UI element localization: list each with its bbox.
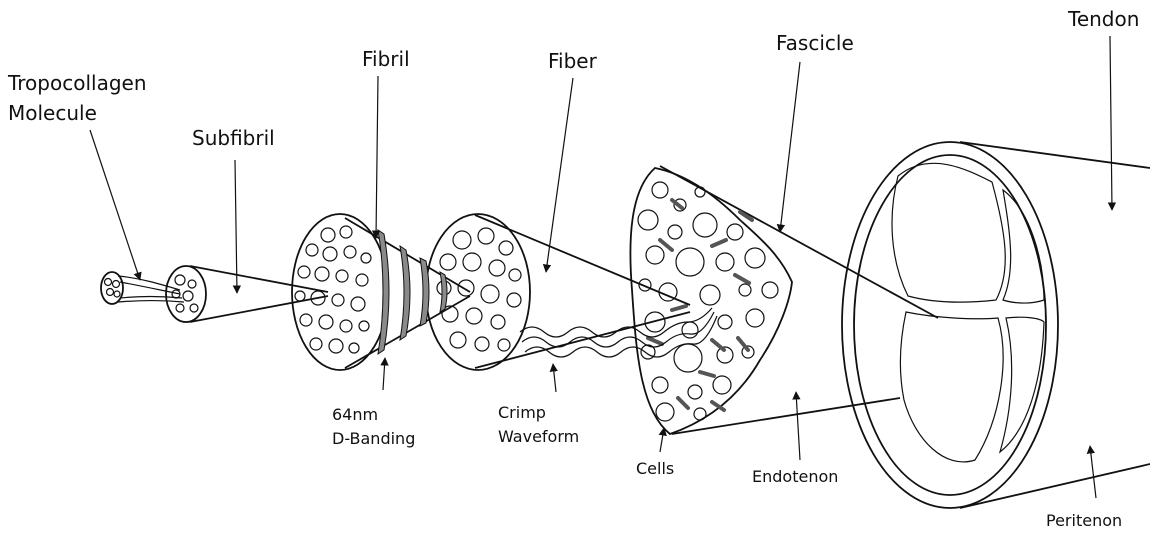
label-fibril: Fibril [362,47,410,71]
label-endotenon: Endotenon [752,467,838,486]
label-tendon: Tendon [1067,7,1139,31]
label-tropocollagen-line2: Molecule [8,101,97,125]
label-crimp-line2: Waveform [498,427,579,446]
label-dbanding-line1: 64nm [332,405,378,424]
label-fiber: Fiber [548,49,598,73]
fibril-structure [292,214,470,370]
label-subfibril: Subfibril [192,126,275,150]
label-peritenon: Peritenon [1046,511,1122,530]
crimp-waveform [520,308,717,357]
label-tropocollagen-line1: Tropocollagen [7,71,147,95]
tendon-structure [842,142,1150,508]
tropocollagen-structure [101,272,184,304]
label-cells: Cells [636,459,674,478]
fiber-fibril-circles [437,228,521,351]
label-dbanding-line2: D-Banding [332,429,415,448]
fascicle-fiber-circles [638,182,778,421]
subfibril-structure [166,266,328,322]
fibril-subfibril-circles [295,226,371,353]
label-fascicle: Fascicle [776,31,854,55]
label-crimp-line1: Crimp [498,403,546,422]
fibril-d-bands [378,230,447,354]
